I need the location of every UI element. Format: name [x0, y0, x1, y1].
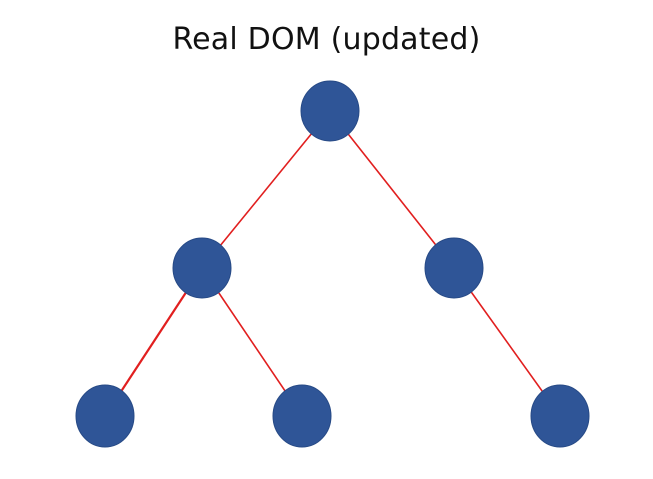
tree-nodes — [75, 80, 590, 448]
tree-node-right-child — [424, 237, 484, 299]
tree-node-left-right-leaf — [272, 384, 332, 448]
tree-node-root — [300, 80, 360, 142]
edge-root-to-left-child — [201, 110, 331, 269]
tree-node-left-left-leaf — [75, 384, 135, 448]
edge-root-to-right-child — [329, 110, 455, 269]
diagram-title: Real DOM (updated) — [172, 22, 481, 57]
tree-node-right-leaf — [530, 384, 590, 448]
tree-node-left-child — [172, 237, 232, 299]
